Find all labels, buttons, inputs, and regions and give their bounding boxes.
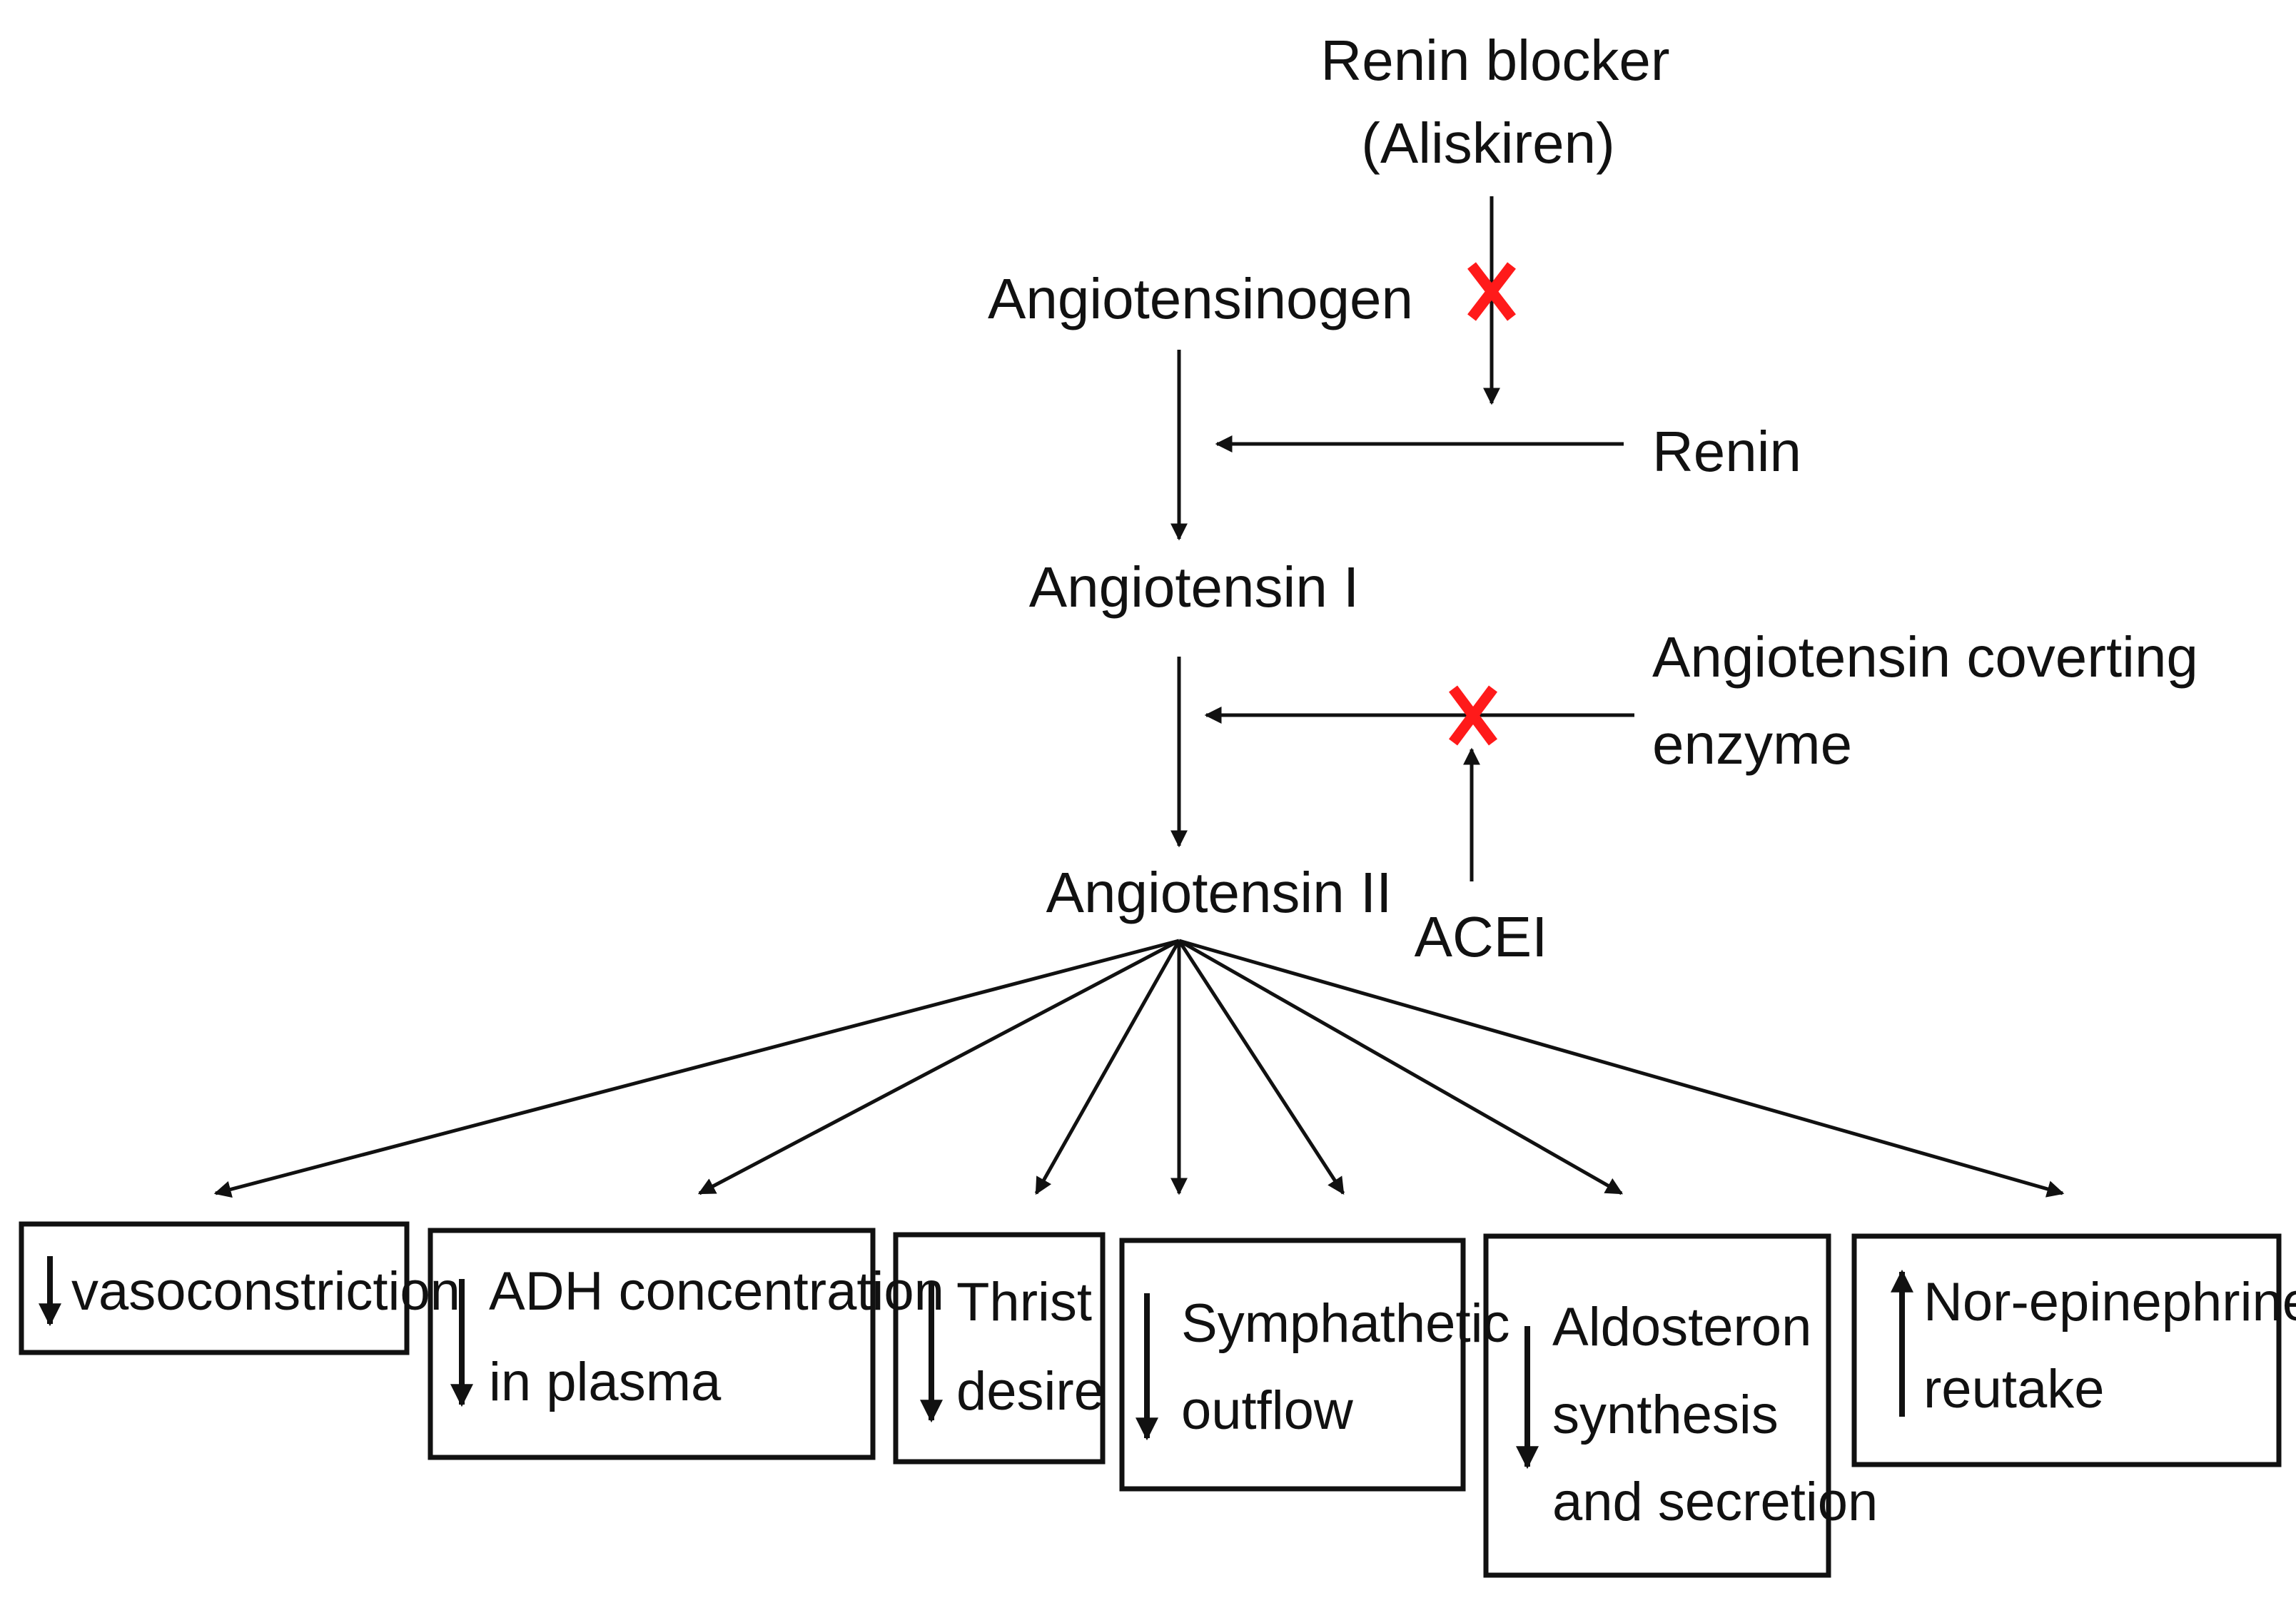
- effect-text-line-1: Nor-epinephrine: [1923, 1272, 2296, 1333]
- effect-arrow-6: [1178, 939, 1624, 1195]
- effect-box-adh: ADH concentration in plasma: [428, 1228, 944, 1460]
- effect-arrow-3: [1034, 939, 1181, 1195]
- effect-box-vasoconstriction: vasoconstriction: [19, 1221, 460, 1355]
- effect-text-line-1: ADH concentration: [489, 1261, 944, 1322]
- angiotensin-2-label: Angiotensin II: [1046, 861, 1392, 924]
- angiotensin-1-label: Angiotensin I: [1029, 555, 1360, 619]
- renin-label: Renin: [1652, 420, 1801, 483]
- aliskiren-label: (Aliskiren): [1361, 111, 1615, 175]
- renin-blocker-label: Renin blocker: [1320, 29, 1669, 92]
- effect-text-line-2: desire: [956, 1361, 1104, 1422]
- effect-text-line-2: outflow: [1181, 1380, 1354, 1441]
- effect-text-line-1: Thrist: [956, 1272, 1092, 1333]
- effect-arrow-1: [213, 939, 1180, 1198]
- effect-arrow-2: [697, 939, 1180, 1195]
- effect-text-line-1: Aldosteron: [1552, 1297, 1811, 1357]
- ace-label: Angiotensin coverting: [1652, 625, 2198, 689]
- angiotensinogen-label: Angiotensinogen: [988, 267, 1413, 330]
- acei-label: ACEI: [1415, 905, 1548, 969]
- effect-text-line-2: in plasma: [489, 1352, 722, 1412]
- effect-text-line-2: reutake: [1923, 1359, 2105, 1420]
- enzyme-label: enzyme: [1652, 712, 1852, 776]
- ace-block-x-mark: [1448, 685, 1498, 746]
- effect-box-thirst: Thrist desire: [893, 1232, 1106, 1465]
- renin-block-x-mark: [1467, 262, 1516, 321]
- effect-box-aldosterone: Aldosteron synthesis and secretion: [1483, 1233, 1878, 1578]
- effect-text: vasoconstriction: [71, 1261, 460, 1322]
- effect-text-line-3: and secretion: [1552, 1472, 1878, 1532]
- effect-arrow-5: [1177, 939, 1345, 1195]
- effect-text-line-1: Symphathetic: [1181, 1293, 1509, 1354]
- effect-arrow-7: [1178, 939, 2065, 1198]
- effect-box-norepinephrine: Nor-epinephrine reutake: [1851, 1233, 2296, 1467]
- effect-box-sympathetic: Symphathetic outflow: [1119, 1238, 1509, 1492]
- effect-text-line-2: synthesis: [1552, 1385, 1779, 1445]
